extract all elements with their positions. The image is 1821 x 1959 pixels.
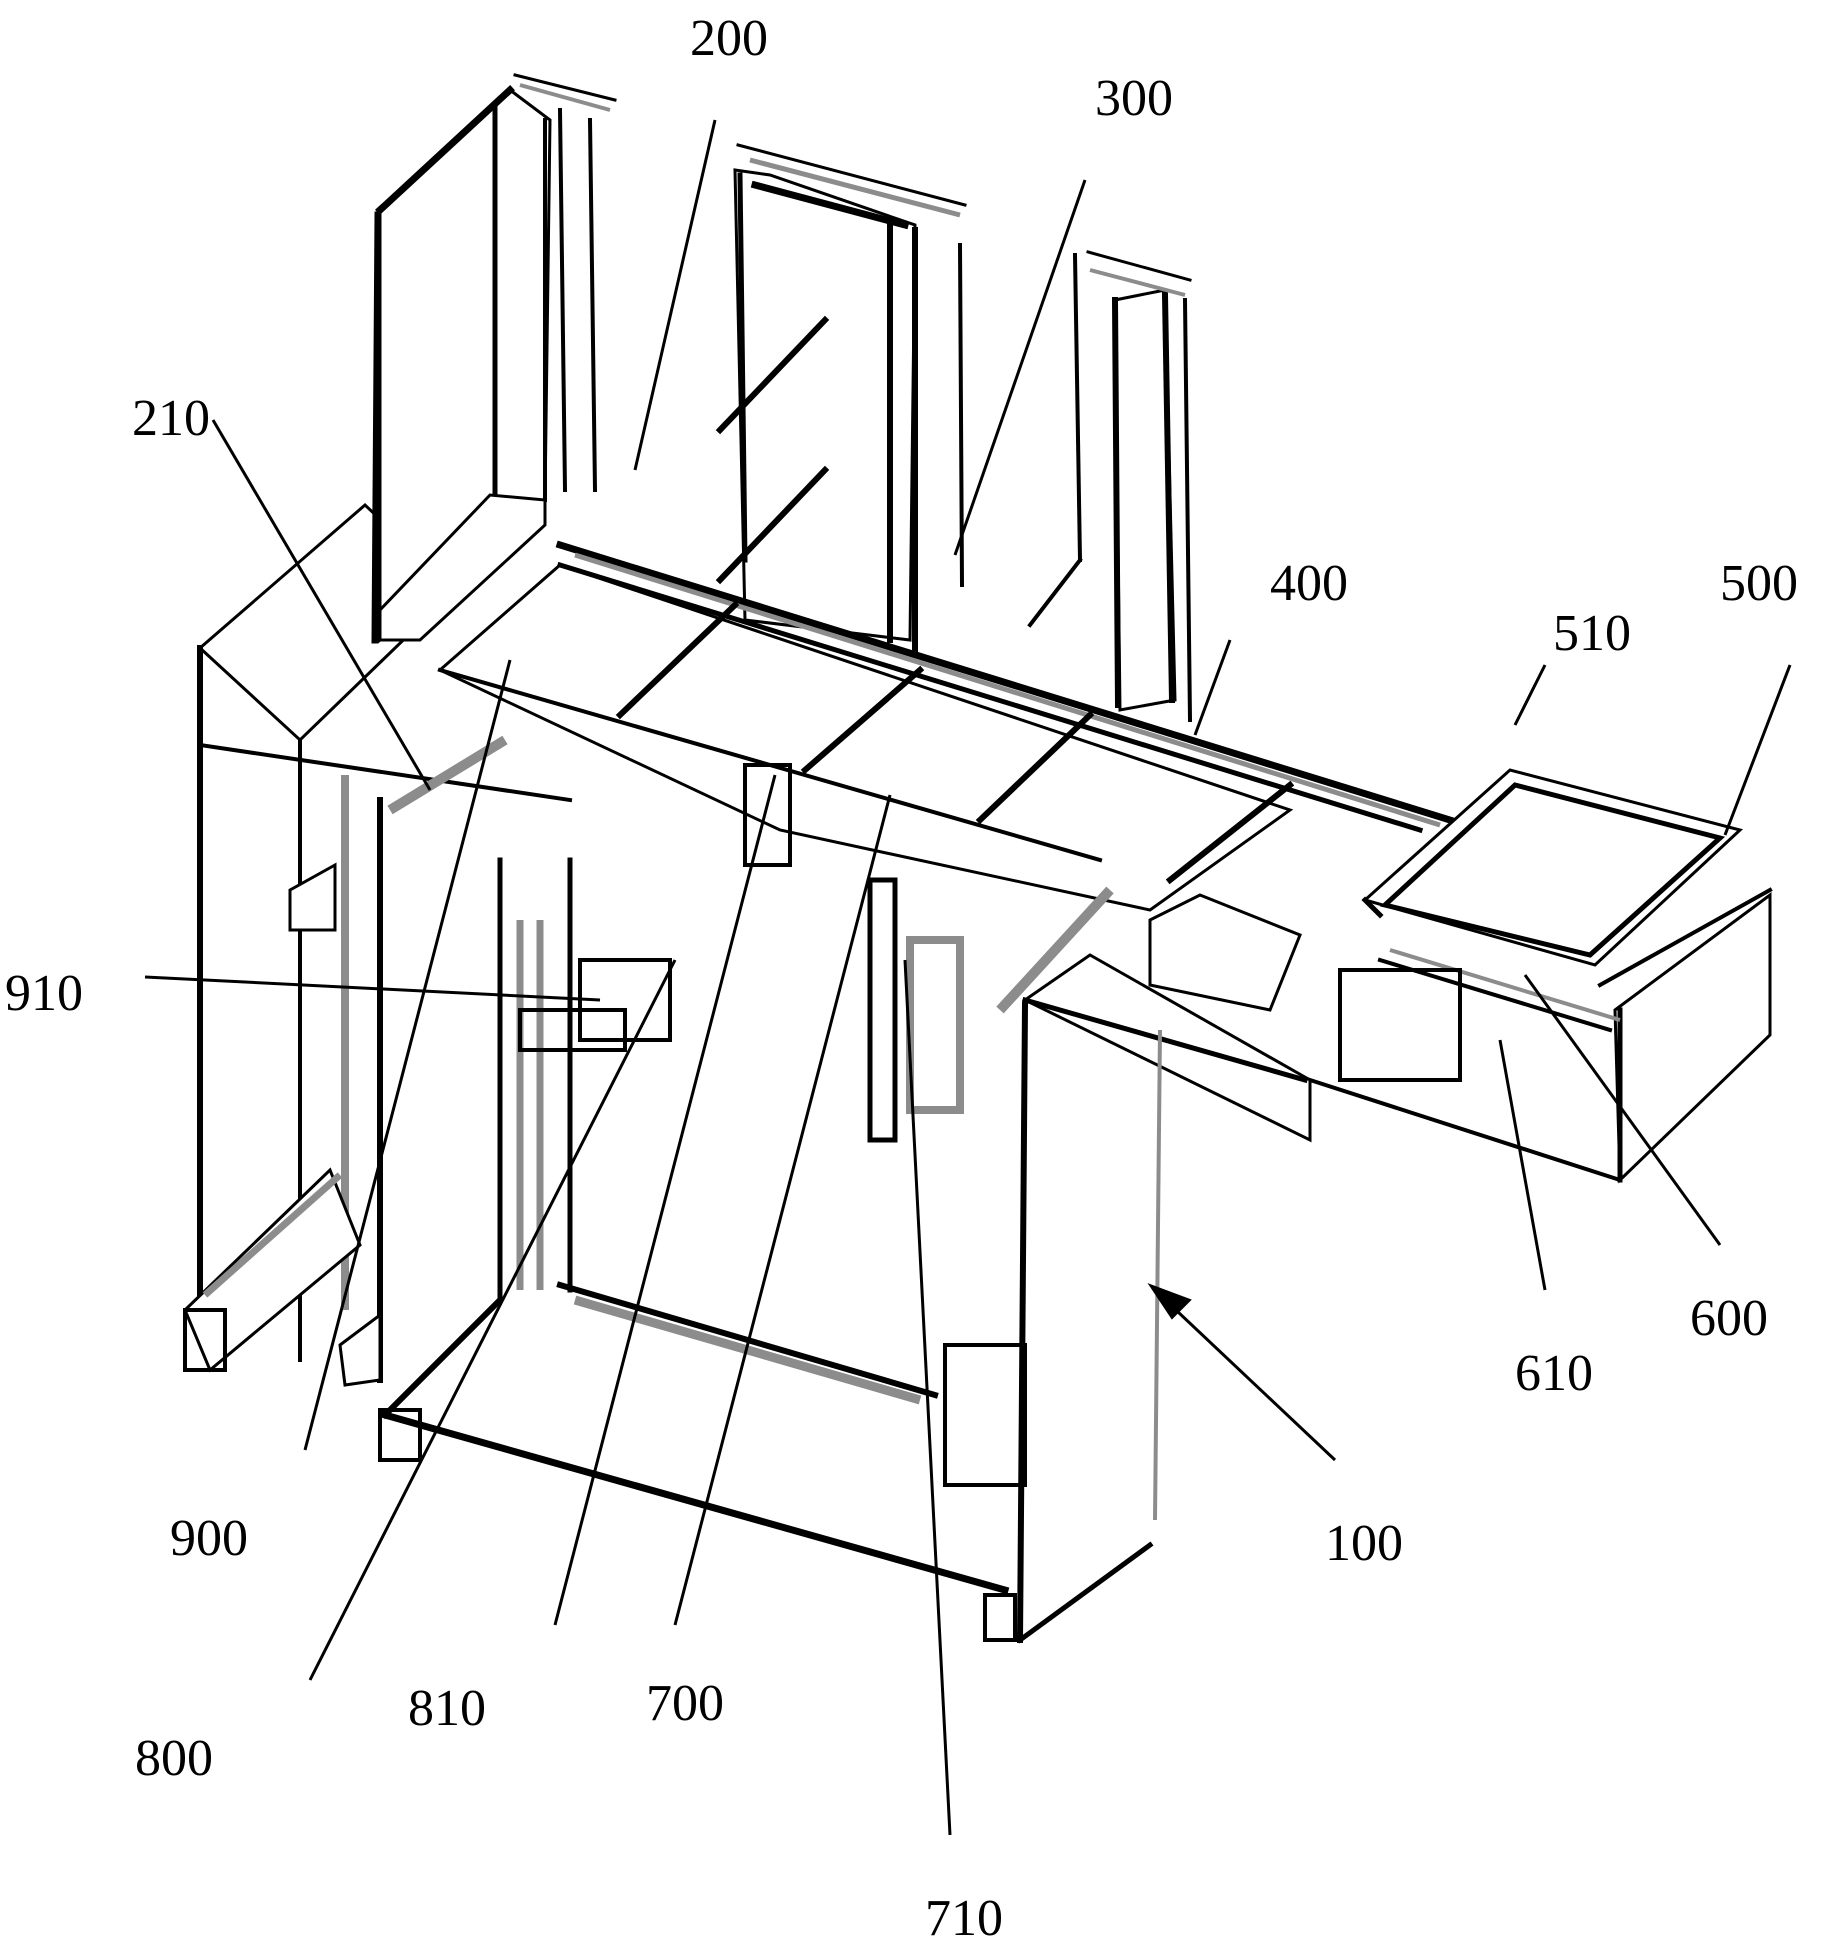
ref-100: 100 — [1325, 1515, 1403, 1572]
right-tray — [1310, 770, 1770, 1180]
right-tall-column — [1030, 252, 1190, 720]
ref-210: 210 — [132, 390, 210, 447]
ref-700: 700 — [646, 1675, 724, 1732]
leader-900 — [305, 660, 510, 1450]
ref-900: 900 — [170, 1510, 248, 1567]
machine-assembly — [185, 75, 1770, 1640]
leader-500 — [1725, 665, 1790, 835]
ref-710: 710 — [925, 1890, 1003, 1947]
middle-tall-column — [720, 145, 965, 650]
leader-510 — [1515, 665, 1545, 725]
leader-300 — [955, 180, 1085, 555]
leader-910 — [145, 977, 600, 1000]
ref-910: 910 — [5, 965, 83, 1022]
leader-200 — [635, 120, 715, 470]
ref-510: 510 — [1553, 605, 1631, 662]
ref-500: 500 — [1720, 555, 1798, 612]
ref-200: 200 — [690, 10, 768, 67]
ref-610: 610 — [1515, 1345, 1593, 1402]
ref-810: 810 — [408, 1680, 486, 1737]
ref-400: 400 — [1270, 555, 1348, 612]
ref-600: 600 — [1690, 1290, 1768, 1347]
leader-700 — [675, 795, 890, 1625]
leader-100 — [1160, 1295, 1335, 1460]
leader-400 — [1195, 640, 1230, 735]
leader-800 — [310, 960, 675, 1680]
leader-610 — [1500, 1040, 1545, 1290]
ref-300: 300 — [1095, 70, 1173, 127]
ref-800: 800 — [135, 1730, 213, 1787]
